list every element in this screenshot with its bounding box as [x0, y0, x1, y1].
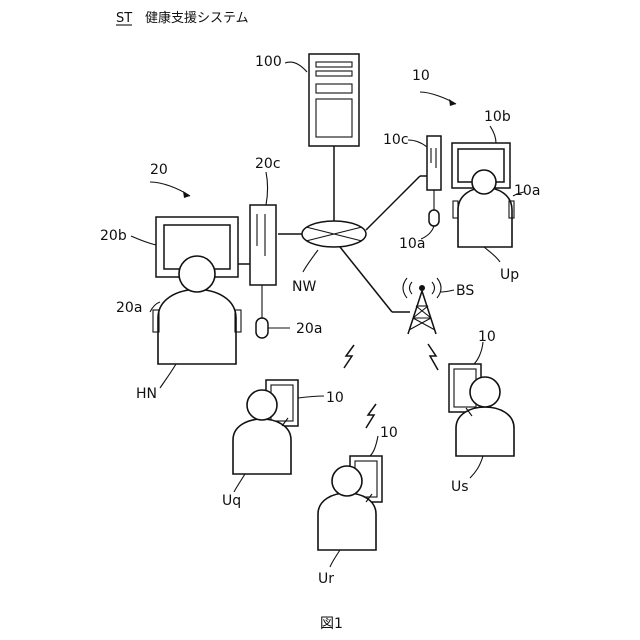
advisor-computer-label: 20c	[255, 156, 281, 172]
title-name: 健康支援システム	[145, 10, 249, 26]
user-s-label: Us	[451, 479, 469, 495]
advisor-label: HN	[136, 386, 157, 402]
advisor-display-label: 20b	[100, 228, 127, 244]
tablet-s-label: 10	[478, 329, 496, 345]
terminal-group-label: 10	[412, 68, 430, 84]
advisor-group-label: 20	[150, 162, 168, 178]
wireless-signal-icon	[428, 344, 438, 370]
user-r-label: Ur	[318, 571, 334, 587]
server-100	[285, 54, 359, 146]
advisor-input-label-a: 20a	[116, 300, 142, 316]
network-label: NW	[292, 279, 316, 295]
tablet-r-label: 10	[380, 425, 398, 441]
user-p-label: Up	[500, 267, 519, 283]
tablet-user-r	[318, 436, 382, 567]
server-label: 100	[255, 54, 282, 70]
wireless-signal-icon	[366, 404, 376, 428]
base-station	[403, 278, 454, 334]
tablet-user-s	[449, 342, 514, 478]
figure-title: ST 健康支援システム	[116, 10, 249, 26]
advisor-terminal-20	[131, 172, 290, 388]
tablet-q-label: 10	[326, 390, 344, 406]
user-input-label-a: 10a	[514, 183, 540, 199]
user-display-label: 10b	[484, 109, 511, 125]
wireless-signal-icon	[344, 345, 354, 368]
advisor-input-label-b: 20a	[296, 321, 322, 337]
tablet-user-q	[233, 380, 324, 492]
user-q-label: Uq	[222, 493, 241, 509]
title-code: ST	[116, 11, 132, 26]
base-station-label: BS	[456, 283, 474, 299]
figure-caption: 図1	[320, 616, 343, 632]
user-computer-label: 10c	[383, 132, 409, 148]
user-input-label-b: 10a	[399, 236, 425, 252]
